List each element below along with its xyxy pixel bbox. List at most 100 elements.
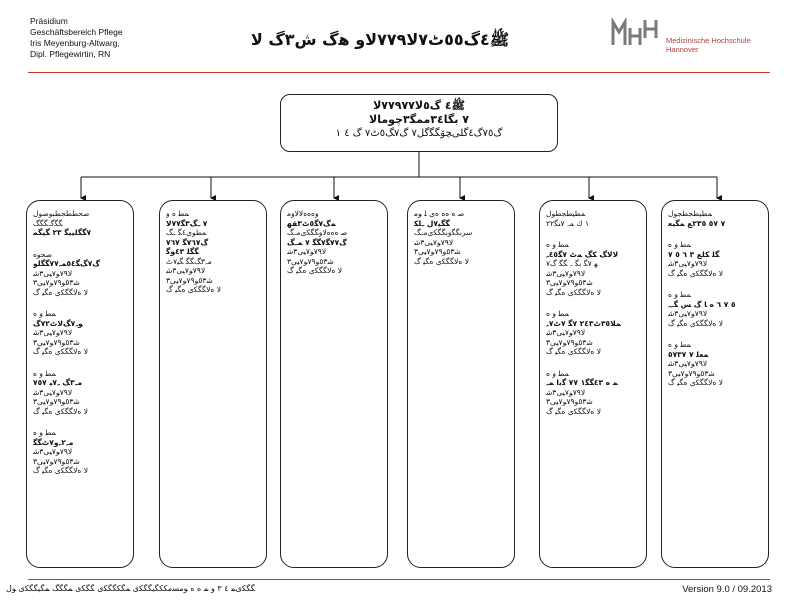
dept-line: ﻤﮒ٧ﮕ٥ٹ٣ﻘﻬ — [287, 218, 336, 228]
dept-line: ﻤﻄ ﻭ ﻩ — [546, 240, 569, 249]
dept-line: ﻻ ﻩﻻﮕﮕﻜﻯ ﻩﮕﻴ ﮒ — [546, 406, 601, 416]
dept-line: ﻻ٧٩ﻮ٧ﻴﻰ٣ﺷ — [414, 237, 454, 247]
dept-line: ﺷ٥٣ﻮ٧٩ﻮ٧ﻴﻰ٣ — [166, 275, 213, 285]
dept-line: ﻤﻄ ﻭ ﻩ — [546, 368, 569, 378]
dept-line: ﻬ ٧ﮕ ﺑﮕ ﮧ ﮕﮕ ﮒ٧ — [546, 259, 598, 268]
dept-line: ﻻ ﻩﻻﮕﮕﻜﻯ ﻩﮕﻴ ﮒ — [546, 287, 601, 297]
dept-line: ﻣﮧ٣ﮓﮕﮕ ﮕﻴ٧ٹ — [166, 256, 212, 266]
dept-line: ﻤﻄﻴﻄﺠﻄﻮﻝ — [546, 209, 586, 218]
dept-line: ﻻﻻﮓ ﻜﮓ ﻤٹ ٧ﮕ٤٥ﮧ — [546, 249, 619, 259]
dept-line: ﻤ ﻩ ٤٣ﮕﮕ١ ٧٧ ﮔﺑﺍ ﻤﮧ — [546, 378, 618, 387]
footer-rule — [28, 579, 770, 580]
header-line-4: Dipl. Pflegewirtin, RN — [30, 49, 111, 59]
top-box-line-2: ٧ ﺑﮕﺎ٣٤ﻣﻤﮕ٣ﭼﻮﻣﺎﻻ — [369, 113, 469, 126]
dept-line: ﻭﻩﻩﻩﻻﻻﻭﻣ — [287, 209, 319, 218]
dept-line: ﻤﻄ ﻩ ﻭ — [166, 209, 189, 218]
dept-line: ﻻ٧٩ﻮ٧ﻴﻰ٣ﺷ — [546, 328, 586, 337]
dept-line: ﻻ ﻩﻻﮕﮕﻜﻯ ﻩﮕﻴ ﮒ — [33, 466, 88, 475]
dept-line: ﻻ ﻩﻻﮕﮕﻜﻯ ﻩﮕﻴ ﮒ — [668, 378, 723, 387]
header-rule — [28, 72, 770, 73]
dept-line: ﻤﻄﻮﻯ٤ﮕ ﮧﮓ — [166, 228, 207, 237]
dept-line: ﮒ٧٦٧ﮕ ٧٦٧ — [166, 237, 209, 247]
top-org-box: ﷺ٤ ﮒ٥ﻻ٧٧٩٧٧ﻻ ٧ ﺑﮕﺎ٣٤ﻣﻤﮕ٣ﭼﻮﻣﺎﻻ ﮒ٧٥ﮒ٤ﮔﻠﻰﭽﯚ… — [280, 94, 558, 152]
dept-line: ٧ ﮧﮓ٣ﮕ٧٧ﻻ — [166, 218, 208, 228]
dept-line: ﮒ٧ﮓﮕ٥٤ﻤﮧ٧٧ﮕﮕﻠﻮ — [33, 259, 100, 268]
dept-line: ٥ ٧ ٦ ﻩ ﺎ ﮒ ﺲ ﮕﮧﮧ — [668, 299, 736, 309]
dept-line: ﻮﮧ٧ﮓﻻٹ٧٢ﮒ — [33, 318, 83, 328]
dept-line: ﺷ٥٣ﻮ٧٩ﻮ٧ﻴﻰ٣ — [287, 256, 334, 266]
dept-line: ﺷ٥٣ﻮ٧٩ﻮ٧ﻴﻰ٣ — [668, 368, 715, 378]
dept-line: ﻻ٧٩ﻮ٧ﻴﻰ٣ﺷ — [668, 359, 708, 368]
dept-line: ﮕﮕﻠ ٤٣ﻮﮔ — [166, 247, 199, 256]
dept-line: ﻻ٧٩ﻮ٧ﻴﻰ٣ﺷ — [668, 309, 708, 318]
dept-line: ﮒ٧٧ﮕ٧ﮕﮕ ٧ ﻤﮧﮓ — [287, 237, 347, 247]
dept-line: ﻻ٧٩ﻮ٧ﻴﻰ٣ﺷ — [166, 266, 206, 275]
dept-line: ﻻ٧٩ﻮ٧ﻴﻰ٣ﺷ — [546, 268, 586, 278]
dept-line: ﻤﻄ ﻭ ﻩ — [668, 290, 691, 299]
dept-line: ﻻ ﻩﻻﮕﮕﻜﻯ ﻩﮕﻴ ﮒ — [414, 256, 469, 266]
dept-line: ﺻ ﻩ ﻩﻩ ﻩﻯ ﻠ ﻮﻣ — [414, 209, 465, 218]
header-left-block: Präsidium Geschäftsbereich Pflege Iris M… — [30, 16, 123, 60]
dept-line: ﻻ٧٩ﻮ٧ﻴﻰ٣ﺷ — [668, 259, 708, 268]
dept-line: ٧ ٥٧ ٢٣٥ﻊ ﻤﮕﻴﻌ — [668, 218, 726, 228]
dept-line: ﻤﻠﺎ٣٥ٹ٢٤٣ ٧ﮕ ٧ٹ٧ﮧ — [546, 318, 621, 328]
dept-line: ﮕﮕﻴ٧ﻝ ﮧﻠﻜ — [414, 218, 450, 228]
dept-line: ﺷ٥٣ﻮ٧٩ﻮ٧ﻴﻰ٣ — [546, 397, 593, 406]
dept-line: ﻤﻄ ﻭ ﻩ — [33, 368, 56, 378]
dept-line: ﺻﺤﻮﻩ — [33, 249, 53, 259]
logo-text: Medizinische Hochschule Hannover — [666, 36, 751, 54]
dept-line: ﻻ٧٩ﻮ٧ﻴﻰ٣ﺷ — [33, 268, 73, 278]
dept-line: ﻤﻌﻠ ٧ ٥٧٣٧ — [668, 349, 709, 359]
dept-line: ﻻ٧٩ﻮ٧ﻴﻰ٣ﺷ — [33, 328, 73, 337]
dept-line: ﺳﺮﺑﮕﮕﻭﺑﮕﮕﻜﻯﻣﮧﮓ — [414, 228, 473, 237]
dept-line: ﻤﻄ ﻭ ﻩ — [33, 309, 56, 318]
header-line-3: Iris Meyenburg-Altwarg, — [30, 38, 120, 48]
dept-line: ﻻ ﻩﻻﮕﮕﻜﻯ ﻩﮕﻴ ﮒ — [166, 285, 221, 294]
dept-line: ﻻ٧٩ﻮ٧ﻴﻰ٣ﺷ — [546, 387, 586, 397]
dept-line: ﺷ٥٣ﻮ٧٩ﻮ٧ﻴﻰ٣ — [414, 247, 461, 256]
dept-line: ﻻ ﻩﻻﮕﮕﻜﻯ ﻩﮕﻴ ﮒ — [33, 287, 88, 297]
header-line-2: Geschäftsbereich Pflege — [30, 27, 123, 37]
dept-line: ﺻ ﻩﻩﻩﻻﻭﮕﮕﻜﻯﻣﮧﮓ — [287, 228, 348, 237]
dept-line: ٧ﮕﮕﻠﻴﻴﮕ ٢٣ ﮕﻴﮕﻤ — [33, 228, 92, 237]
mhh-logo: Medizinische Hochschule Hannover — [610, 18, 751, 54]
dept-line: ﺻﺤﻄﻄﺠﻄﺒﻮﺻﻮﻝ — [33, 209, 90, 218]
dept-line: ﻻ ﻩﻻﮕﮕﻜﻯ ﻩﮕﻴ ﮒ — [287, 266, 342, 275]
dept-line: ﻤﻄ ﻭ ﻩ — [546, 309, 569, 318]
dept-line: ﻻ٧٩ﻮ٧ﻴﻰ٣ﺷ — [287, 247, 327, 256]
dept-line: ﻤﻄ ﻭ ﻩ — [668, 340, 691, 349]
dept-line: ﻻ ﻩﻻﮕﮕﻜﻯ ﻩﮕﻴ ﮒ — [668, 268, 723, 278]
logo-text-line-1: Medizinische Hochschule — [666, 36, 751, 45]
dept-line: ﻻ ﻩﻻﮕﮕﻜﻯ ﻩﮕﻴ ﮒ — [33, 347, 88, 356]
header-line-1: Präsidium — [30, 16, 68, 26]
dept-line: ﺷ٥٣ﻮ٧٩ﻮ٧ﻴﻰ٣ — [33, 456, 80, 466]
dept-line: ﻻ ﻩﻻﮕﮕﻜﻯ ﻩﮕﻴ ﮒ — [33, 406, 88, 416]
dept-line: ﺷ٥٣ﻮ٧٩ﻮ٧ﻴﻰ٣ — [546, 337, 593, 347]
footer-text: ﮕﮕﻜﻯﻤ ٤ ٣ ﻭ ﻤ ﻩ ﻩ ﻮﻣﺴﻣﻜﻜﮕﻴﮕﮕﻜﻯ ﻤﮕﻜﮕﮕﻜﻯ ﮕ… — [6, 584, 256, 593]
dept-line: ﻤﻄ ﻭ ﻩ — [668, 240, 691, 249]
mhh-logo-mark — [611, 18, 658, 45]
top-box-line-3: ﮒ٧٥ﮒ٤ﮔﻠﻰﭽﯚﮕﮕﮔﻞ٧ ﮒ٧ﮓ٥ٹ٧ ﮒ ٤ ١ — [335, 128, 503, 139]
top-box-line-1: ﷺ٤ ﮒ٥ﻻ٧٧٩٧٧ﻻ — [373, 99, 465, 112]
dept-line: ﻻ٧٩ﻮ٧ﻴﻰ٣ﺷ — [33, 387, 73, 397]
dept-line: ﻻ٧٩ﻮ٧ﻴﻰ٣ﺷ — [33, 447, 73, 456]
